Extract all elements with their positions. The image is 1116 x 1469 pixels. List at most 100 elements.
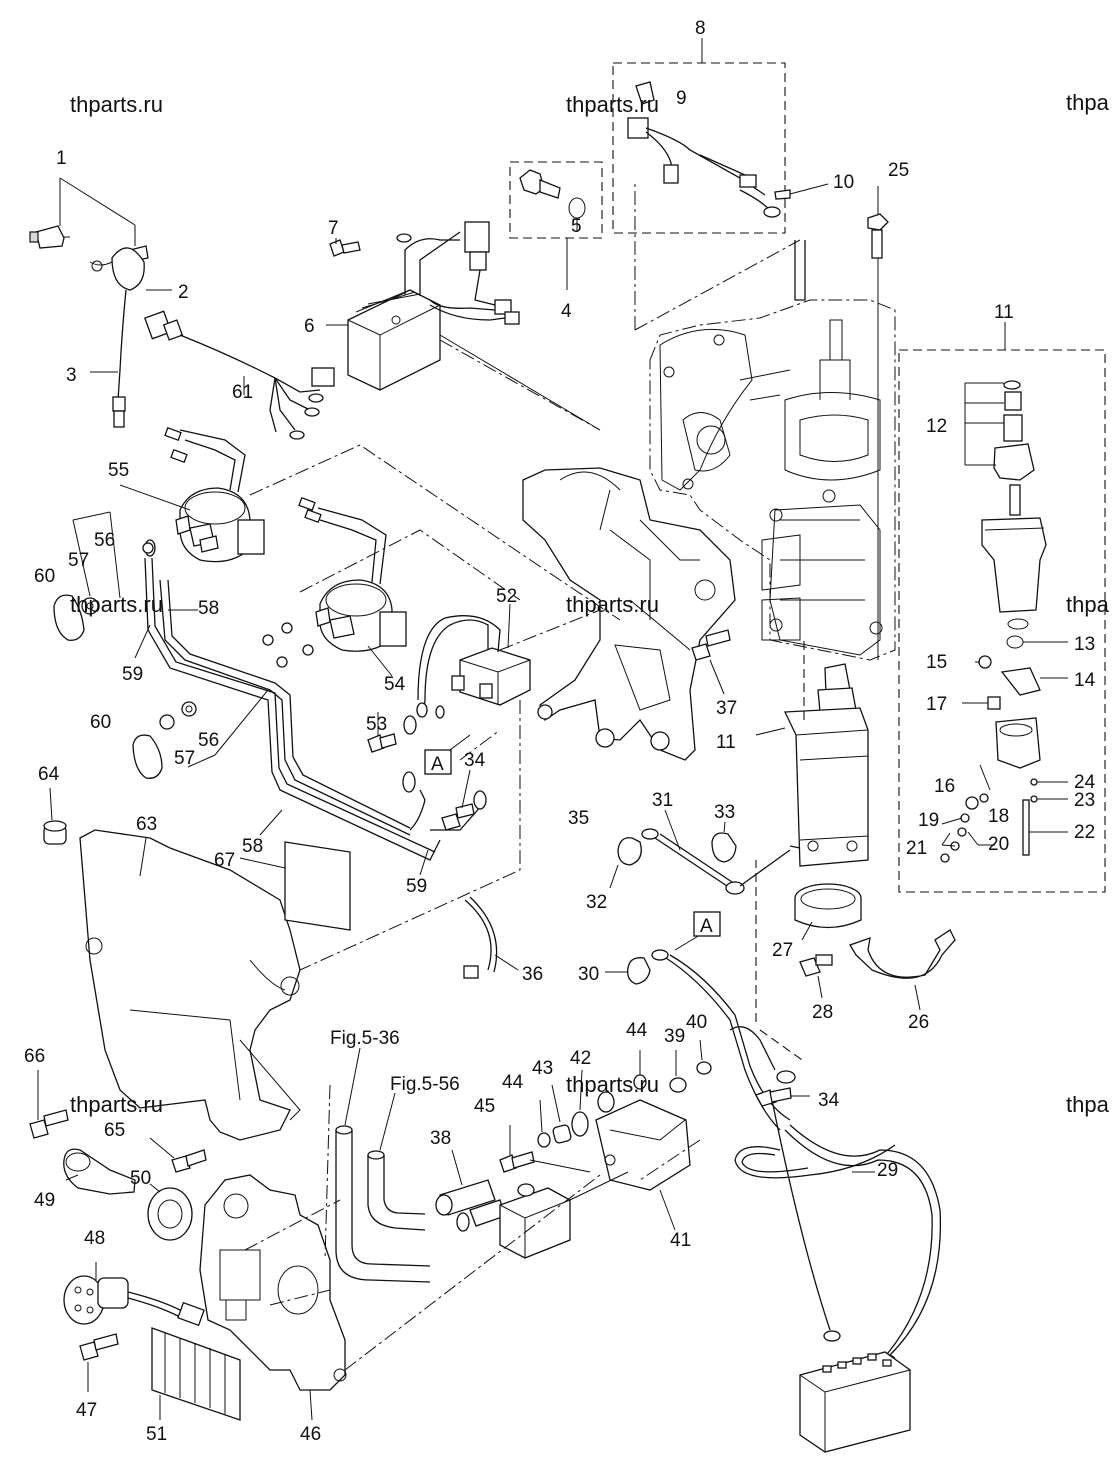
callout-16: 16: [934, 776, 955, 797]
marker-a-2: A: [693, 911, 721, 937]
callout-38: 38: [430, 1128, 451, 1149]
callout-65: 65: [104, 1120, 125, 1141]
switch-52: [416, 603, 531, 719]
callout-48: 48: [84, 1228, 105, 1249]
callout-47: 47: [76, 1400, 97, 1421]
callout-55: 55: [108, 460, 129, 481]
callout-56b: 56: [198, 730, 219, 751]
grommet-49: [63, 1148, 136, 1195]
callout-41: 41: [670, 1230, 691, 1251]
callout-50: 50: [130, 1168, 151, 1189]
cable-31: [641, 809, 791, 895]
callout-37: 37: [716, 698, 737, 719]
callout-57b: 57: [174, 748, 195, 769]
callout-64: 64: [38, 764, 60, 785]
callout-26: 26: [908, 1012, 929, 1033]
callout-7: 7: [328, 218, 339, 239]
watermark-edge-3: thpa: [1066, 1092, 1110, 1117]
callout-34a: 34: [464, 750, 486, 771]
callout-54: 54: [384, 674, 406, 695]
callout-61: 61: [232, 382, 253, 403]
bolt-65: [149, 1137, 207, 1173]
watermark-1: thparts.ru: [70, 92, 163, 117]
callout-24: 24: [1074, 772, 1096, 793]
valve-38: [435, 1149, 506, 1232]
bolt-25: [867, 186, 889, 259]
watermark-3: thparts.ru: [70, 592, 163, 617]
grommet-50: [147, 1183, 193, 1241]
callout-31: 31: [652, 790, 673, 811]
callout-11-starter: 11: [716, 732, 736, 753]
svg-text:A: A: [700, 916, 713, 937]
callout-52: 52: [496, 586, 517, 607]
watermark-4: thparts.ru: [566, 592, 659, 617]
callout-60b: 60: [90, 712, 111, 733]
cover-32: [609, 837, 642, 889]
callout-44a: 44: [502, 1072, 524, 1093]
watermark-5: thparts.ru: [70, 1092, 163, 1117]
callout-18: 18: [988, 806, 1009, 827]
group-box-11: [898, 322, 1106, 893]
callout-5: 5: [571, 216, 582, 237]
cap-2: [89, 247, 172, 291]
callout-11-kit: 11: [994, 302, 1014, 323]
callout-34b: 34: [818, 1090, 840, 1111]
bolt-53: [367, 712, 417, 753]
callout-9: 9: [676, 88, 687, 109]
callout-23: 23: [1074, 790, 1095, 811]
callout-63: 63: [136, 814, 157, 835]
callout-43: 43: [532, 1058, 553, 1079]
switch-48: [63, 1262, 205, 1327]
callout-42: 42: [570, 1048, 591, 1069]
callout-32: 32: [586, 892, 607, 913]
bracket-35: [522, 467, 736, 761]
callout-8: 8: [695, 18, 706, 39]
callout-30: 30: [578, 964, 599, 985]
group-box-8: [612, 38, 786, 234]
callout-4: 4: [561, 301, 572, 322]
callout-59b: 59: [406, 876, 427, 897]
harness-8: [627, 81, 829, 218]
bracket-46: [199, 1174, 347, 1421]
battery: [799, 1351, 911, 1453]
callout-13: 13: [1074, 634, 1095, 655]
callout-49: 49: [34, 1190, 55, 1211]
strap-36: [463, 896, 519, 979]
callout-45: 45: [474, 1096, 495, 1117]
callout-39: 39: [664, 1026, 685, 1047]
callout-53: 53: [366, 714, 387, 735]
watermark-edge-2: thpa: [1066, 592, 1110, 617]
callout-numbers: 1 2 3 4 5 6 7 8 9 10 11 11 12 13 14 15 1…: [24, 18, 1096, 1445]
callout-40: 40: [686, 1012, 707, 1033]
callout-1: 1: [56, 148, 67, 169]
bolt-45-collar-43-44-42: [499, 1039, 712, 1173]
starter-kit-11: [940, 380, 1068, 863]
caps-60-nuts-57-56: [53, 511, 314, 779]
callout-56a: 56: [94, 530, 115, 551]
watermark-2: thparts.ru: [566, 92, 659, 117]
callout-14: 14: [1074, 670, 1096, 691]
callout-58a: 58: [198, 598, 219, 619]
marker-a-1: A: [424, 749, 452, 775]
callout-35: 35: [568, 808, 589, 829]
group-box-4: [509, 161, 603, 290]
plate-51: [151, 1327, 241, 1421]
engine-block-outline: [649, 230, 896, 661]
clamp-26: [849, 929, 956, 1011]
bolt-34b: [755, 1087, 810, 1107]
watermark-edge-1: thpa: [1066, 90, 1110, 115]
callout-10: 10: [833, 172, 854, 193]
watermarks: thparts.ru thparts.ru thpa thparts.ru th…: [70, 90, 1110, 1117]
callout-67: 67: [214, 850, 235, 871]
hoses: [335, 1047, 431, 1283]
ref-fig-5-36: Fig.5-36: [330, 1028, 400, 1049]
callout-19: 19: [918, 810, 939, 831]
callout-46: 46: [300, 1424, 321, 1445]
svg-text:A: A: [431, 754, 444, 775]
callout-2: 2: [178, 282, 189, 303]
bolt-47: [79, 1333, 119, 1392]
leader-lines: [244, 180, 801, 1371]
callout-44b: 44: [626, 1020, 648, 1041]
watermark-6: thparts.ru: [566, 1072, 659, 1097]
callout-58b: 58: [242, 836, 263, 857]
